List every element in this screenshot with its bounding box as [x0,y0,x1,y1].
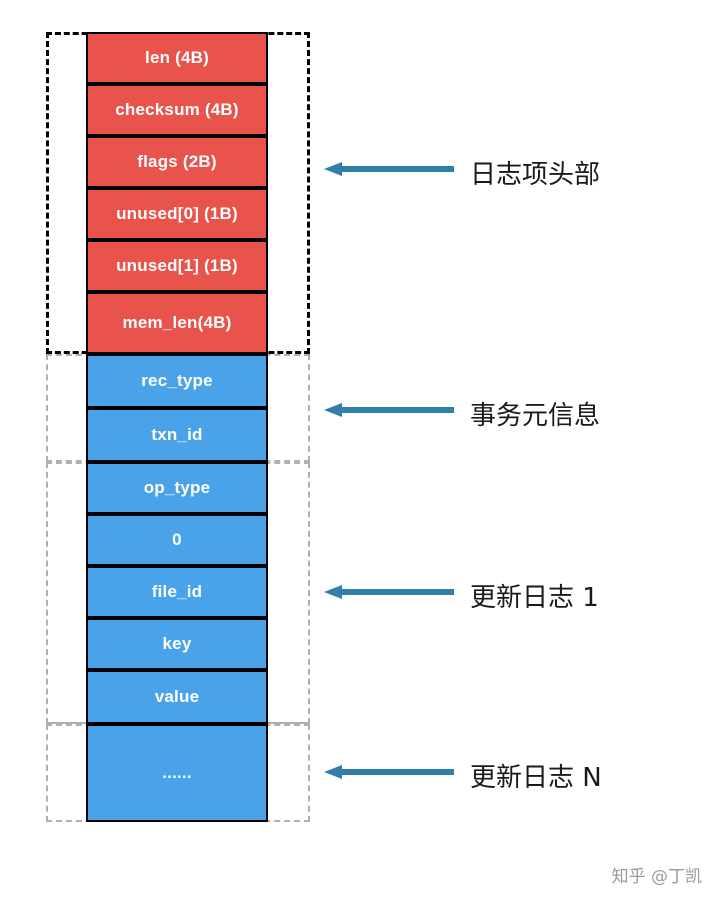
field-cell-rec-type: rec_type [86,354,268,408]
field-cell-ellipsis: ...... [86,724,268,822]
field-cell-op-type: op_type [86,462,268,514]
field-cell-zero: 0 [86,514,268,566]
field-cell-checksum: checksum (4B) [86,84,268,136]
watermark: 知乎 @丁凯 [611,867,702,887]
field-cell-unused-0: unused[0] (1B) [86,188,268,240]
field-cell-value: value [86,670,268,724]
arrow-to-txn-meta [324,403,454,417]
field-cell-len: len (4B) [86,32,268,84]
annotation-update-log-1: 更新日志 1 [470,583,599,613]
field-cell-key: key [86,618,268,670]
field-cell-file-id: file_id [86,566,268,618]
field-cell-unused-1: unused[1] (1B) [86,240,268,292]
arrow-to-update-log-1 [324,585,454,599]
field-cell-flags: flags (2B) [86,136,268,188]
arrow-to-update-log-n [324,765,454,779]
annotation-txn-meta: 事务元信息 [470,401,601,431]
annotation-header: 日志项头部 [470,160,601,190]
field-cell-txn-id: txn_id [86,408,268,462]
arrow-to-header [324,162,454,176]
annotation-update-log-n: 更新日志 N [470,763,602,793]
field-cell-mem-len: mem_len(4B) [86,292,268,354]
